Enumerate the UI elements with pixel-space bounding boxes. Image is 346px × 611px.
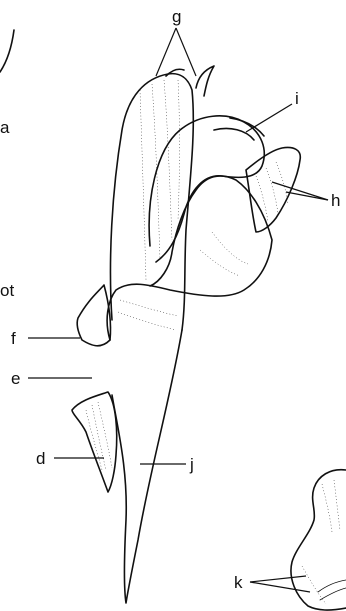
leader-h-1: [272, 182, 328, 200]
second-flower-stamens: [318, 580, 346, 600]
label-leaders: [28, 28, 328, 592]
label-h: h: [331, 191, 340, 210]
label-a: a: [0, 118, 10, 137]
label-f: f: [11, 329, 16, 348]
calyx: [72, 392, 117, 492]
figure-labels: a ot g i h f e d j k: [0, 7, 340, 592]
corolla-body: [107, 176, 272, 340]
leader-g-1: [156, 28, 176, 76]
second-flower-partial: [291, 470, 346, 610]
label-ot: ot: [0, 281, 14, 300]
leader-k-2: [250, 582, 310, 592]
flower-illustration: [72, 66, 300, 603]
label-k: k: [234, 573, 243, 592]
label-j: j: [189, 455, 194, 474]
label-g: g: [172, 7, 181, 26]
leader-i: [246, 104, 292, 132]
partial-figure-edge: [0, 30, 14, 72]
mouth-inner-fold: [214, 118, 264, 140]
flower-spur: [112, 330, 182, 603]
upper-petal-shading: [140, 80, 180, 280]
sepal-tips: [166, 66, 214, 96]
bract: [77, 285, 110, 346]
second-flower-outline: [291, 470, 346, 610]
label-i: i: [295, 89, 299, 108]
label-e: e: [11, 369, 20, 388]
leader-k-1: [250, 576, 306, 582]
label-d: d: [36, 449, 45, 468]
calyx-shading: [86, 402, 112, 470]
second-flower-shading: [302, 480, 340, 604]
lobe-shading: [256, 162, 288, 222]
